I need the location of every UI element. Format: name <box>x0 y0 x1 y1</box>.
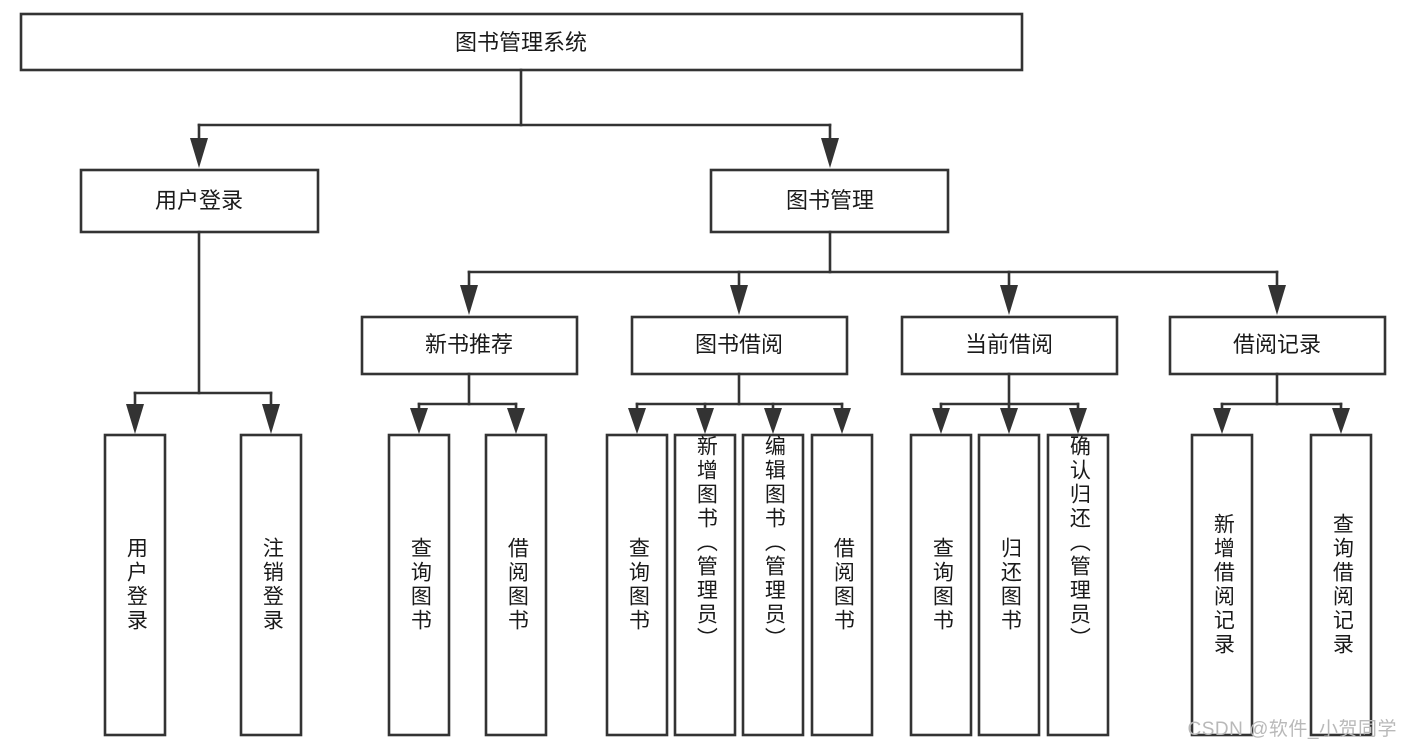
new-book-rec-label: 新书推荐 <box>425 332 513 357</box>
leaf-box-logout[interactable] <box>239 433 303 737</box>
arrow-to-leaf-borrow-book-1 <box>507 408 525 434</box>
node-new-book-rec[interactable]: 新书推荐 <box>360 315 579 376</box>
current-borrow-box[interactable] <box>900 315 1119 376</box>
arrow-to-leaf-query-book-2 <box>628 408 646 434</box>
arrow-to-leaf-query-book-3 <box>932 408 950 434</box>
user-login-label: 用户登录 <box>155 188 243 213</box>
arrow-to-new-book-rec <box>460 285 478 315</box>
arrow-to-leaf-borrow-book-2 <box>833 408 851 434</box>
arrow-to-current-borrow <box>1000 285 1018 315</box>
borrow-record-box[interactable] <box>1168 315 1387 376</box>
node-book-manage[interactable]: 图书管理 <box>709 168 950 234</box>
current-borrow-label: 当前借阅 <box>965 332 1053 357</box>
leaf-box-add-record[interactable] <box>1190 433 1254 737</box>
arrow-to-leaf-add-book <box>696 408 714 434</box>
borrow-record-label: 借阅记录 <box>1233 332 1321 357</box>
root-label: 图书管理系统 <box>455 30 587 55</box>
node-root[interactable]: 图书管理系统 <box>19 12 1024 72</box>
connector-user-login-to-leaves <box>126 230 280 434</box>
arrow-to-book-manage <box>821 138 839 168</box>
node-borrow-record[interactable]: 借阅记录 <box>1168 315 1387 376</box>
arrow-to-leaf-edit-book <box>764 408 782 434</box>
leaf-box-add-book[interactable] <box>673 433 737 737</box>
node-current-borrow[interactable]: 当前借阅 <box>900 315 1119 376</box>
root-box[interactable] <box>19 12 1024 72</box>
leaf-box-query-book-3[interactable] <box>909 433 973 737</box>
watermark-text: CSDN @软件_小贺同学 <box>1187 719 1397 740</box>
leaf-box-user-login[interactable] <box>103 433 167 737</box>
leaf-box-confirm-return[interactable] <box>1046 433 1110 737</box>
connector-book-manage-to-level3 <box>460 230 1286 315</box>
arrow-to-borrow-record <box>1268 285 1286 315</box>
arrow-to-leaf-query-book-1 <box>410 408 428 434</box>
book-borrow-label: 图书借阅 <box>695 332 783 357</box>
leaf-box-query-book-1[interactable] <box>387 433 451 737</box>
leaf-box-query-book-2[interactable] <box>605 433 669 737</box>
arrow-to-leaf-logout <box>262 404 280 434</box>
arrow-to-leaf-add-record <box>1213 408 1231 434</box>
arrow-to-leaf-query-record <box>1332 408 1350 434</box>
connector-borrow-record-to-leaves <box>1213 372 1350 434</box>
connector-new-book-rec-to-leaves <box>410 372 525 434</box>
book-manage-label: 图书管理 <box>786 188 874 213</box>
arrow-to-leaf-confirm-return <box>1069 408 1087 434</box>
connector-book-borrow-to-leaves <box>628 372 851 434</box>
book-borrow-box[interactable] <box>630 315 849 376</box>
leaf-box-borrow-book-1[interactable] <box>484 433 548 737</box>
node-user-login[interactable]: 用户登录 <box>79 168 320 234</box>
leaf-box-query-record[interactable] <box>1309 433 1373 737</box>
book-manage-box[interactable] <box>709 168 950 234</box>
leaf-box-edit-book[interactable] <box>741 433 805 737</box>
new-book-rec-box[interactable] <box>360 315 579 376</box>
node-book-borrow[interactable]: 图书借阅 <box>630 315 849 376</box>
arrow-to-book-borrow <box>730 285 748 315</box>
arrow-to-leaf-return-book <box>1000 408 1018 434</box>
connector-root-to-level2 <box>190 68 839 168</box>
connector-current-borrow-to-leaves <box>932 372 1087 434</box>
arrow-to-user-login <box>190 138 208 168</box>
leaf-box-return-book[interactable] <box>977 433 1041 737</box>
leaf-box-borrow-book-2[interactable] <box>810 433 874 737</box>
arrow-to-leaf-user-login <box>126 404 144 434</box>
